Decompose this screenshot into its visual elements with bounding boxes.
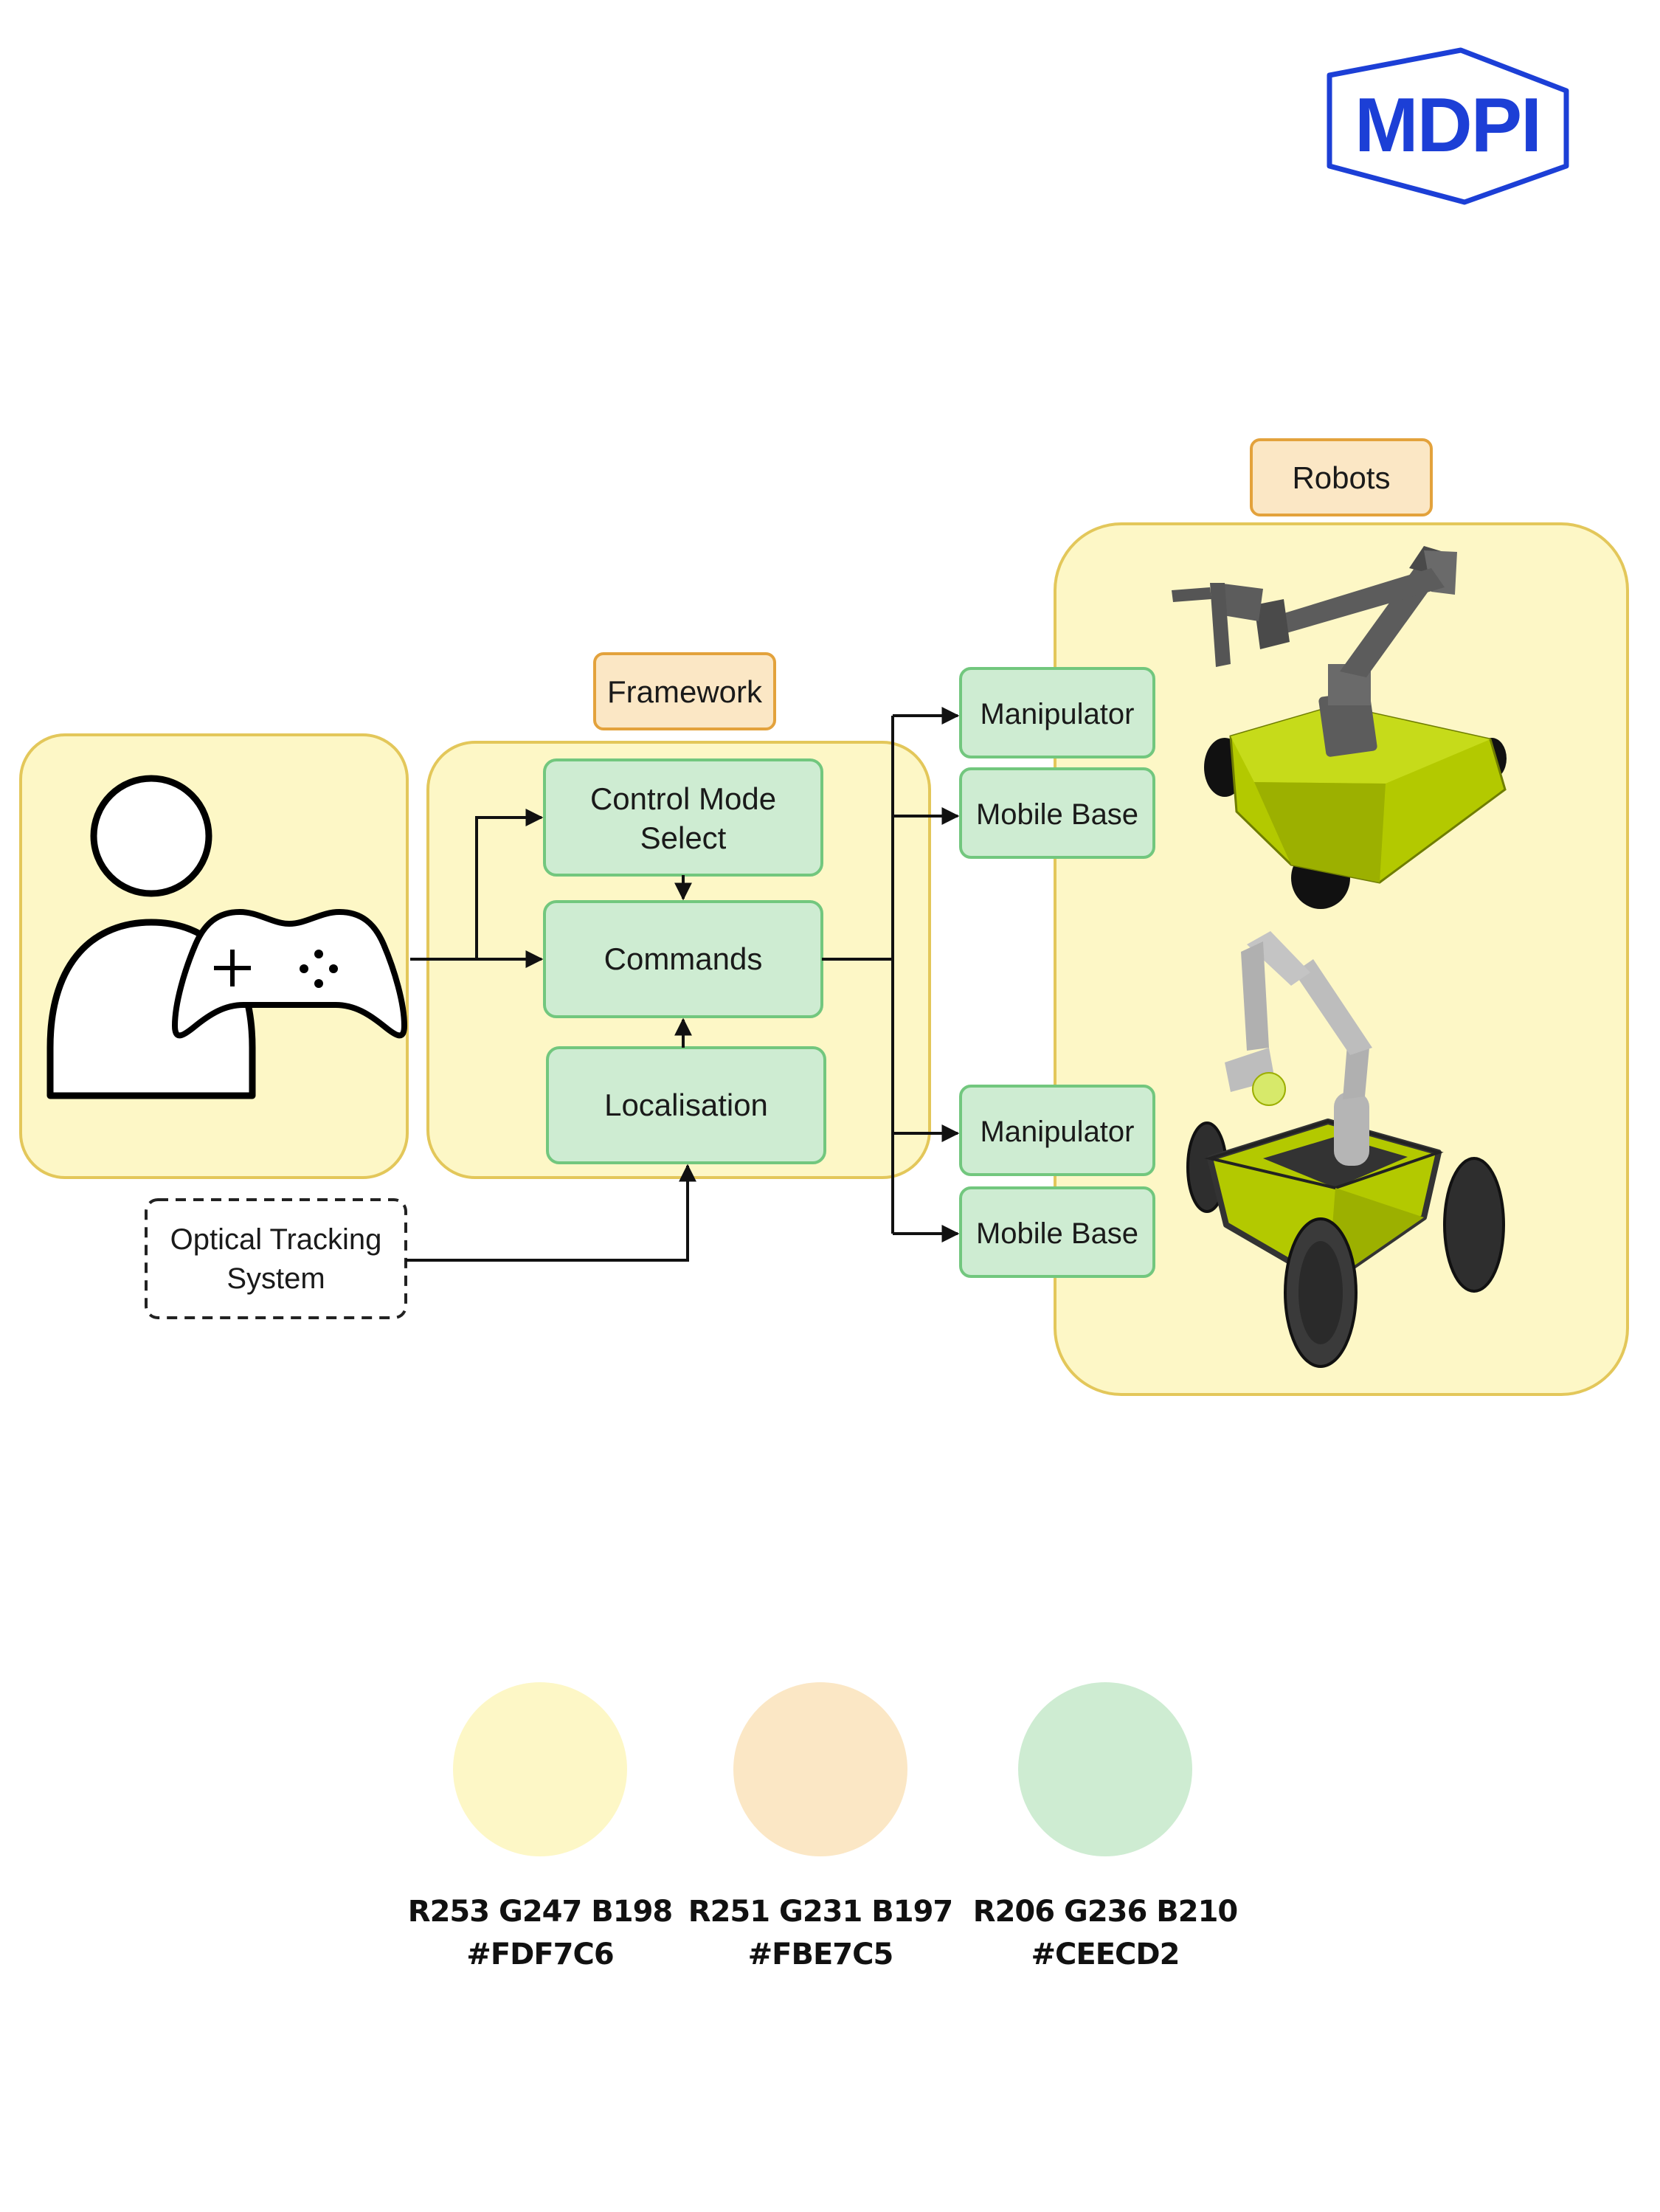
- localisation-node: Localisation: [546, 1046, 826, 1164]
- svg-text:Framework: Framework: [607, 674, 763, 709]
- gamepad-icon: [172, 909, 407, 1039]
- commands-node: Commands: [543, 900, 823, 1018]
- svg-text:System: System: [226, 1262, 325, 1295]
- swatch-rgb-3: R206 G236 B210: [972, 1895, 1238, 1929]
- swatch-hex-2: #FBE7C5: [747, 1938, 894, 1971]
- framework-label: Framework: [593, 652, 776, 730]
- swatch-label-2: R251 G231 B197 #FBE7C5: [673, 1890, 968, 1976]
- swatch-label-1: R253 G247 B198 #FDF7C6: [392, 1890, 688, 1976]
- svg-text:Commands: Commands: [604, 941, 763, 976]
- mdpi-logo: MDPI: [1327, 47, 1569, 205]
- svg-text:Robots: Robots: [1292, 460, 1390, 495]
- svg-text:Select: Select: [640, 820, 727, 855]
- svg-text:Manipulator: Manipulator: [980, 1116, 1134, 1148]
- svg-text:Control Mode: Control Mode: [590, 781, 776, 816]
- swatch-circle-2: [733, 1682, 907, 1856]
- swatch-rgb-2: R251 G231 B197: [688, 1895, 953, 1929]
- control-mode-select-node: Control Mode Select: [543, 758, 823, 877]
- swatch-label-3: R206 G236 B210 #CEECD2: [958, 1890, 1253, 1976]
- svg-text:Optical Tracking: Optical Tracking: [170, 1223, 382, 1256]
- manipulator-node-2: Manipulator: [959, 1085, 1155, 1176]
- swatch-rgb-1: R253 G247 B198: [407, 1895, 673, 1929]
- mobile-base-node-1: Mobile Base: [959, 767, 1155, 859]
- optical-tracking-node: Optical Tracking System: [145, 1198, 407, 1319]
- swatch-circle-3: [1018, 1682, 1192, 1856]
- logo-text: MDPI: [1355, 83, 1540, 168]
- svg-text:Localisation: Localisation: [604, 1088, 768, 1122]
- swatch-hex-3: #CEECD2: [1031, 1938, 1180, 1971]
- robot-arm-tracked-base-icon: [1172, 546, 1507, 909]
- swatch-circle-1: [453, 1682, 627, 1856]
- connectors: [406, 707, 960, 1262]
- svg-text:Mobile Base: Mobile Base: [976, 798, 1138, 831]
- logo-hexagon-icon: [1327, 47, 1569, 205]
- manipulator-node-1: Manipulator: [959, 667, 1155, 758]
- arrow-tracking-to-localisation: [406, 1164, 696, 1262]
- robot-arm-wheeled-base-icon: [1186, 931, 1505, 1368]
- svg-text:Mobile Base: Mobile Base: [976, 1217, 1138, 1250]
- mobile-base-node-2: Mobile Base: [959, 1186, 1155, 1278]
- robots-label: Robots: [1250, 438, 1433, 516]
- swatch-hex-1: #FDF7C6: [466, 1938, 614, 1971]
- svg-text:Manipulator: Manipulator: [980, 698, 1134, 730]
- arrow-user-to-control-mode: [475, 809, 544, 959]
